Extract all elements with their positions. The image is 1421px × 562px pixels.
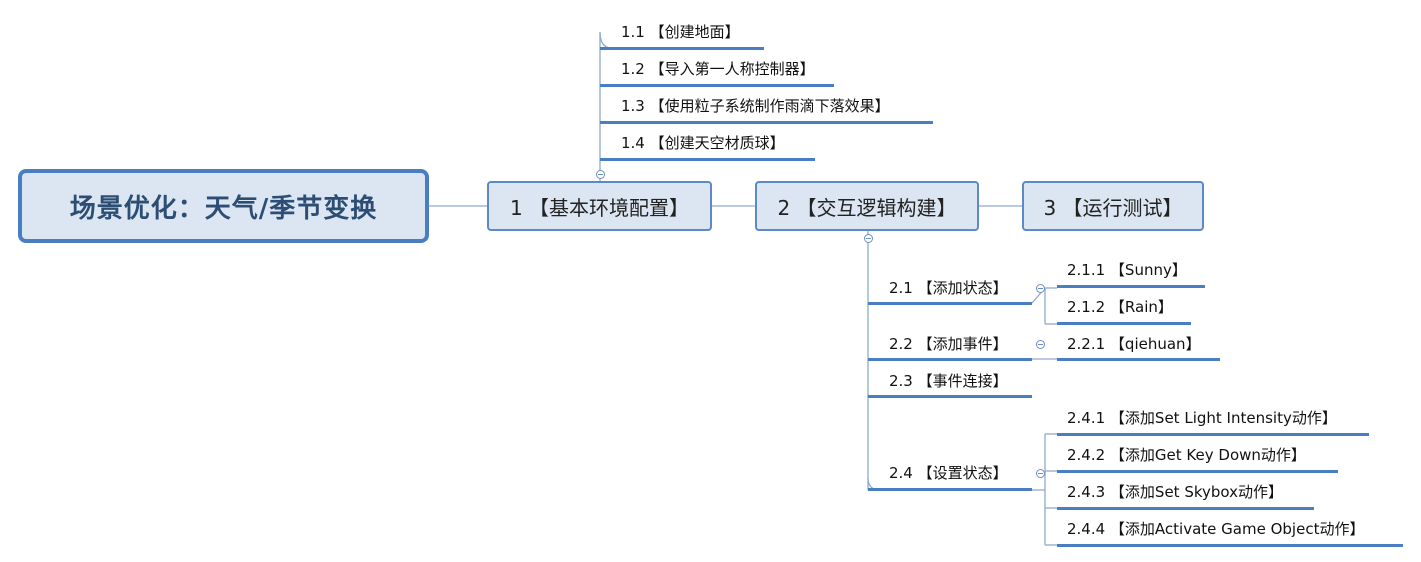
root-topic[interactable]: 场景优化：天气/季节变换 <box>18 169 429 243</box>
subtopic-2-1[interactable]: 2.1 【添加状态】 <box>889 279 1008 297</box>
subtopic-2-4-2[interactable]: 2.4.2 【添加Get Key Down动作】 <box>1067 446 1306 464</box>
topic-basic-environment[interactable]: 1 【基本环境配置】 <box>487 181 712 231</box>
subtopic-1-4[interactable]: 1.4 【创建天空材质球】 <box>621 134 785 152</box>
underline <box>868 395 1032 398</box>
underline <box>600 47 764 50</box>
collapse-icon[interactable] <box>1036 284 1045 293</box>
subtopic-2-1-1[interactable]: 2.1.1 【Sunny】 <box>1067 261 1187 279</box>
underline <box>868 302 1032 305</box>
underline <box>1057 322 1191 325</box>
collapse-icon[interactable] <box>864 234 873 243</box>
subtopic-2-3[interactable]: 2.3 【事件连接】 <box>889 372 1008 390</box>
subtopic-2-4[interactable]: 2.4 【设置状态】 <box>889 464 1008 482</box>
underline <box>868 358 1032 361</box>
subtopic-2-4-1[interactable]: 2.4.1 【添加Set Light Intensity动作】 <box>1067 409 1337 427</box>
topic-interaction-logic[interactable]: 2 【交互逻辑构建】 <box>755 181 979 231</box>
collapse-icon[interactable] <box>1036 469 1045 478</box>
underline <box>1057 507 1314 510</box>
underline <box>1057 433 1369 436</box>
subtopic-2-2[interactable]: 2.2 【添加事件】 <box>889 335 1008 353</box>
underline <box>600 121 933 124</box>
underline <box>600 158 815 161</box>
topic-run-test[interactable]: 3 【运行测试】 <box>1022 181 1204 231</box>
subtopic-2-4-3[interactable]: 2.4.3 【添加Set Skybox动作】 <box>1067 483 1283 501</box>
subtopic-1-3[interactable]: 1.3 【使用粒子系统制作雨滴下落效果】 <box>621 97 890 115</box>
subtopic-1-2[interactable]: 1.2 【导入第一人称控制器】 <box>621 60 815 78</box>
subtopic-2-2-1[interactable]: 2.2.1 【qiehuan】 <box>1067 335 1201 353</box>
underline <box>1057 544 1403 547</box>
subtopic-2-4-4[interactable]: 2.4.4 【添加Activate Game Object动作】 <box>1067 520 1365 538</box>
underline <box>1057 285 1205 288</box>
subtopic-2-1-2[interactable]: 2.1.2 【Rain】 <box>1067 298 1173 316</box>
collapse-icon[interactable] <box>1036 340 1045 349</box>
collapse-icon[interactable] <box>596 170 605 179</box>
underline <box>868 488 1032 491</box>
underline <box>600 84 834 87</box>
subtopic-1-1[interactable]: 1.1 【创建地面】 <box>621 23 740 41</box>
underline <box>1057 358 1220 361</box>
underline <box>1057 470 1338 473</box>
